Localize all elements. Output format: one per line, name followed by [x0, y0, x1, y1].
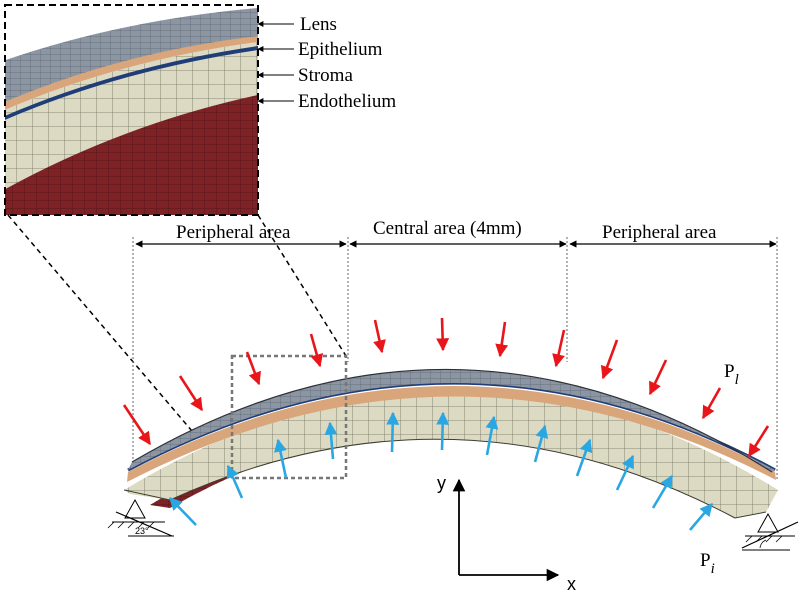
coordinate-axes — [452, 478, 560, 582]
epithelium-label: Epithelium — [298, 39, 383, 60]
red-arrow — [701, 387, 722, 420]
zoom-region-box — [230, 354, 348, 480]
angle-label: 23° — [135, 526, 149, 536]
blue-arrow — [169, 497, 197, 526]
inner-pressure-arrows — [169, 411, 713, 531]
blue-arrow — [615, 454, 635, 491]
central-area-label: Central area (4mm) — [373, 218, 522, 239]
blue-arrow — [324, 421, 338, 460]
lens-pressure-arrows — [122, 317, 770, 458]
peripheral-area-left-label: Peripheral area — [176, 222, 291, 243]
lens-label: Lens — [300, 14, 337, 35]
red-arrow — [600, 339, 619, 380]
inset-epithelium-layer — [5, 46, 258, 120]
blue-arrow — [226, 464, 244, 499]
red-arrow — [309, 333, 324, 368]
zoom-connector-lines — [7, 214, 347, 479]
red-arrow — [245, 351, 261, 386]
blue-arrow — [386, 411, 400, 453]
endothelium-label: Endothelium — [298, 91, 396, 112]
blue-arrow — [485, 415, 499, 456]
region-extension-lines — [132, 237, 778, 480]
zoom-inset — [4, 4, 259, 216]
red-arrow — [747, 425, 770, 458]
red-arrow — [122, 404, 152, 446]
y-axis-label: y — [437, 473, 446, 493]
blue-arrow — [689, 503, 713, 531]
red-arrow — [373, 319, 386, 354]
blue-arrow — [436, 411, 450, 451]
layer-leader-lines — [257, 21, 294, 104]
blue-arrow — [575, 438, 593, 477]
epithelium-layer — [127, 381, 776, 472]
cornea-model — [123, 368, 778, 519]
inner-pressure-label: Pi — [700, 550, 715, 577]
red-arrow — [552, 329, 566, 368]
inset-frame — [4, 4, 259, 216]
x-axis-label: x — [567, 574, 576, 594]
stroma-label: Stroma — [298, 65, 353, 86]
right-support — [741, 512, 799, 551]
left-support — [107, 498, 174, 537]
blue-arrow — [651, 474, 674, 509]
red-arrow — [495, 321, 509, 358]
red-arrow — [648, 359, 668, 396]
blue-arrow — [274, 438, 288, 479]
red-arrow — [436, 317, 450, 352]
blue-arrow — [533, 424, 549, 463]
peripheral-area-right-label: Peripheral area — [602, 222, 717, 243]
lens-pressure-label: Pl — [724, 361, 739, 388]
red-arrow — [178, 375, 204, 412]
